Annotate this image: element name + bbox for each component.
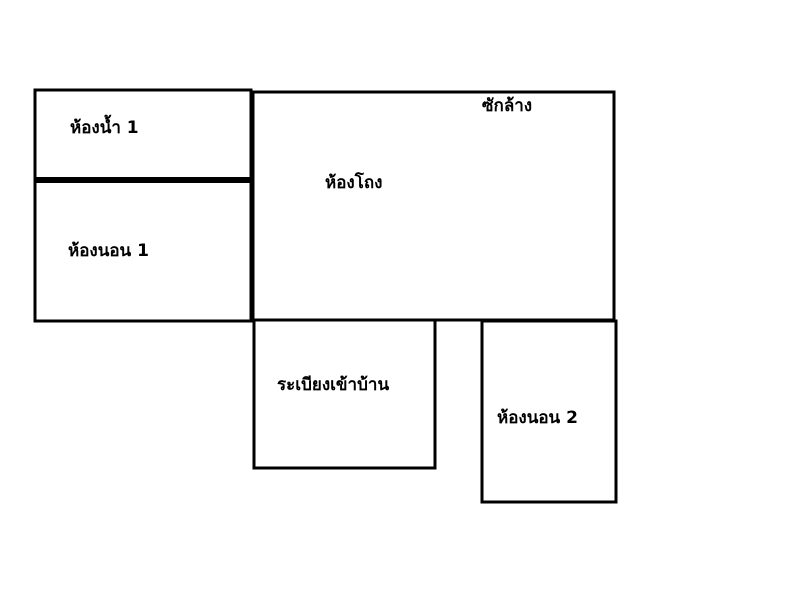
bathroom-1-room	[33, 88, 253, 182]
living-room-room	[251, 90, 616, 322]
bedroom-2-room	[480, 319, 618, 504]
bedroom-1-label: ห้องนอน 1	[68, 241, 149, 261]
entrance-porch-label: ระเบียงเข้าบ้าน	[277, 374, 389, 395]
living-room-label: ห้องโถง	[325, 172, 382, 193]
bathroom-1-label: ห้องน้ำ 1	[70, 114, 139, 138]
entrance-porch-room	[252, 318, 437, 470]
laundry-label: ซักล้าง	[482, 96, 532, 116]
bedroom-2-label: ห้องนอน 2	[497, 408, 578, 428]
